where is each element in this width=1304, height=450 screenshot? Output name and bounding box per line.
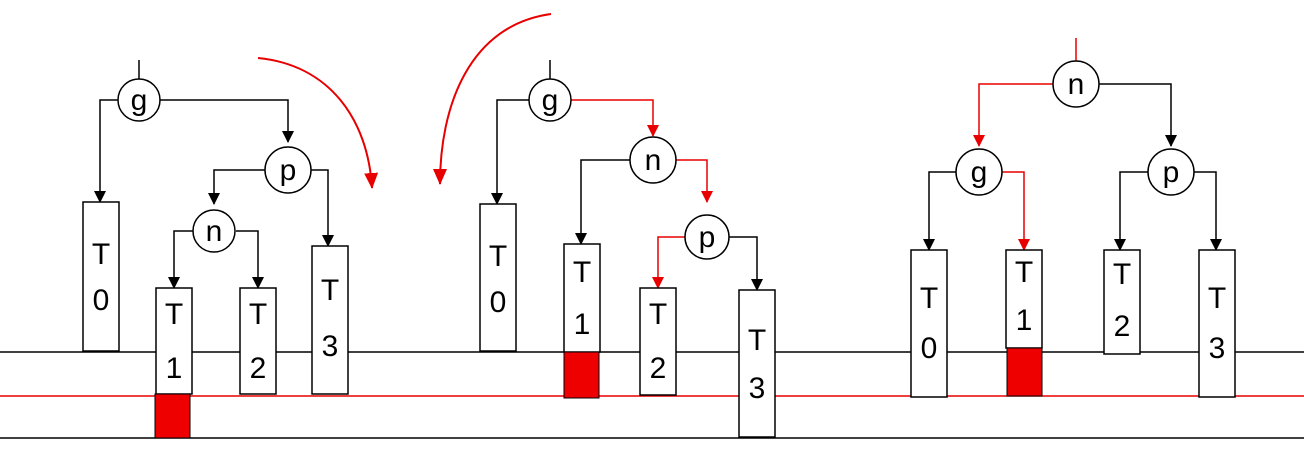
inserted-block (1006, 347, 1043, 397)
svg-text:T: T (748, 324, 766, 357)
edge-p-t2 (652, 236, 685, 289)
svg-text:T: T (573, 256, 591, 289)
svg-text:0: 0 (93, 284, 110, 317)
edge-n-p (675, 159, 713, 203)
svg-text:3: 3 (322, 330, 339, 363)
edge-n-t1 (575, 159, 631, 245)
subtree-t0: T 0 (82, 201, 120, 352)
edge-n-t1 (168, 230, 193, 289)
svg-text:2: 2 (650, 352, 667, 385)
diagram-3: T 0 T 1 T 2 T 3 n g p (910, 38, 1236, 398)
edge-g-t1 (1002, 171, 1030, 251)
subtree-t2: T 2 (1103, 249, 1141, 355)
subtree-t2: T 2 (239, 287, 277, 395)
subtree-t3: T 3 (738, 289, 776, 438)
svg-text:g: g (971, 156, 988, 189)
svg-text:2: 2 (250, 352, 267, 385)
node-n: n (192, 209, 236, 253)
node-p: p (264, 146, 312, 194)
svg-text:T: T (165, 298, 183, 331)
subtree-t0: T 0 (910, 249, 948, 398)
inserted-block (154, 393, 191, 439)
subtree-t1: T 1 (154, 287, 193, 439)
subtree-t3: T 3 (311, 245, 349, 395)
subtree-t3: T 3 (1198, 249, 1236, 398)
svg-text:T: T (920, 282, 938, 315)
svg-text:3: 3 (749, 372, 766, 405)
svg-text:p: p (280, 154, 297, 187)
svg-text:T: T (1113, 258, 1131, 291)
svg-text:T: T (321, 274, 339, 307)
edge-p-n (208, 169, 265, 205)
diagram-2: T 0 T 1 T 2 T 3 g n p (479, 60, 776, 438)
node-p: p (1147, 148, 1195, 196)
inserted-block (563, 351, 600, 399)
svg-text:3: 3 (1209, 332, 1226, 365)
svg-text:g: g (542, 84, 559, 117)
svg-text:T: T (489, 240, 507, 273)
svg-text:n: n (1068, 68, 1085, 101)
edge-p-t3 (311, 169, 334, 247)
svg-text:2: 2 (1114, 310, 1131, 343)
subtree-t1: T 1 (563, 243, 601, 399)
svg-text:p: p (699, 221, 716, 254)
edge-n-p (1099, 83, 1177, 147)
node-g: g (117, 78, 161, 122)
node-g: g (955, 148, 1003, 196)
diagram-1: T 0 T 1 T 2 T 3 g p n (82, 60, 349, 439)
svg-text:1: 1 (166, 352, 183, 385)
node-p: p (684, 214, 730, 260)
svg-text:T: T (1208, 282, 1226, 315)
svg-text:p: p (1163, 156, 1180, 189)
edge-g-n (571, 99, 659, 137)
edge-n-t2 (236, 230, 264, 289)
svg-text:T: T (649, 298, 667, 331)
edge-p-t3 (729, 236, 763, 291)
svg-text:n: n (645, 144, 662, 177)
edge-g-t0 (923, 171, 956, 251)
svg-text:g: g (131, 84, 148, 117)
rotation-arrow-left (433, 13, 552, 185)
node-g: g (528, 78, 572, 122)
svg-text:0: 0 (921, 332, 938, 365)
svg-text:1: 1 (1016, 304, 1033, 337)
edge-n-g (973, 83, 1053, 147)
svg-text:T: T (92, 238, 110, 271)
svg-text:T: T (249, 298, 267, 331)
edge-p-t2 (1114, 171, 1148, 251)
edge-g-p (160, 99, 294, 143)
node-n: n (1052, 60, 1100, 108)
svg-text:n: n (206, 215, 223, 248)
subtree-t0: T 0 (479, 203, 517, 352)
svg-text:0: 0 (490, 286, 507, 319)
node-n: n (629, 136, 677, 184)
svg-text:1: 1 (574, 308, 591, 341)
edge-g-t0 (94, 99, 118, 203)
rotation-arrow-right (257, 57, 379, 189)
edge-p-t3 (1194, 171, 1222, 251)
edge-g-t0 (491, 99, 529, 205)
svg-text:T: T (1015, 256, 1033, 289)
subtree-t2: T 2 (639, 287, 677, 396)
subtree-t1: T 1 (1005, 249, 1043, 397)
